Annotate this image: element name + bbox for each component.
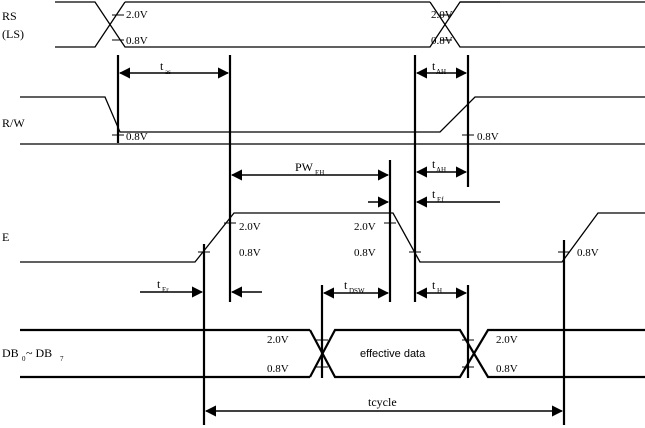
rs-sub-label: (LS) [2,27,24,41]
svg-text:0: 0 [22,355,26,363]
svg-text:2.0V: 2.0V [431,9,453,21]
svg-text:0.8V: 0.8V [354,247,376,259]
svg-text:as: as [165,68,171,76]
svg-text:AH: AH [436,68,446,76]
tef-arrows: t Ef [368,187,500,208]
svg-text:t: t [157,277,161,291]
svg-text:DSW: DSW [349,287,365,295]
threshold-ticks [112,14,570,368]
svg-text:tcycle: tcycle [368,395,397,409]
svg-text:~ DB: ~ DB [26,346,52,360]
th-arrow: t H [415,278,468,299]
tcycle-arrow: tcycle [204,395,564,417]
svg-text:0.8V: 0.8V [431,35,453,47]
rw-waveform [20,96,645,145]
svg-text:PW: PW [295,160,314,174]
rs-label: RS [2,9,17,23]
svg-text:H: H [437,287,442,295]
voltage-labels: 2.0V 0.8V 2.0V 0.8V 0.8V 0.8V 2.0V 0.8V … [126,9,599,375]
rs-waveform [55,1,645,48]
svg-text:t: t [432,278,436,292]
svg-text:2.0V: 2.0V [496,334,518,346]
svg-text:0.8V: 0.8V [239,247,261,259]
svg-text:0.8V: 0.8V [477,131,499,143]
svg-text:t: t [432,187,436,201]
svg-text:0.8V: 0.8V [267,363,289,375]
tas-arrow: t as [118,59,230,79]
svg-text:2.0V: 2.0V [239,221,261,233]
e-label: E [2,230,9,244]
effective-data-label: effective data [360,348,426,360]
db-label: DB 0 ~ DB 7 [2,346,64,363]
svg-text:0.8V: 0.8V [496,363,518,375]
svg-text:t: t [432,59,436,73]
tdsw-arrow: t DSW [322,278,390,299]
svg-text:t: t [344,278,348,292]
svg-text:DB: DB [2,346,19,360]
rw-label: R/W [2,116,25,130]
svg-text:0.8V: 0.8V [126,131,148,143]
svg-text:0.8V: 0.8V [126,35,148,47]
svg-text:2.0V: 2.0V [267,334,289,346]
tah-arrow-rs: t AH [415,59,468,79]
e-waveform [20,212,645,263]
pweh-arrow: PW EH [230,160,390,181]
svg-text:0.8V: 0.8V [577,247,599,259]
svg-text:7: 7 [60,355,64,363]
svg-text:EH: EH [315,169,324,177]
reference-lines [116,55,566,425]
db-waveform [20,328,645,379]
svg-text:t: t [432,157,436,171]
tah-arrow-rw: t AH [415,157,468,178]
svg-text:2.0V: 2.0V [126,9,148,21]
ter-arrows: t Er [140,277,262,298]
svg-text:t: t [160,59,164,73]
svg-text:AH: AH [436,166,446,174]
svg-text:Ef: Ef [437,196,444,204]
svg-text:2.0V: 2.0V [354,221,376,233]
svg-text:Er: Er [162,286,169,294]
